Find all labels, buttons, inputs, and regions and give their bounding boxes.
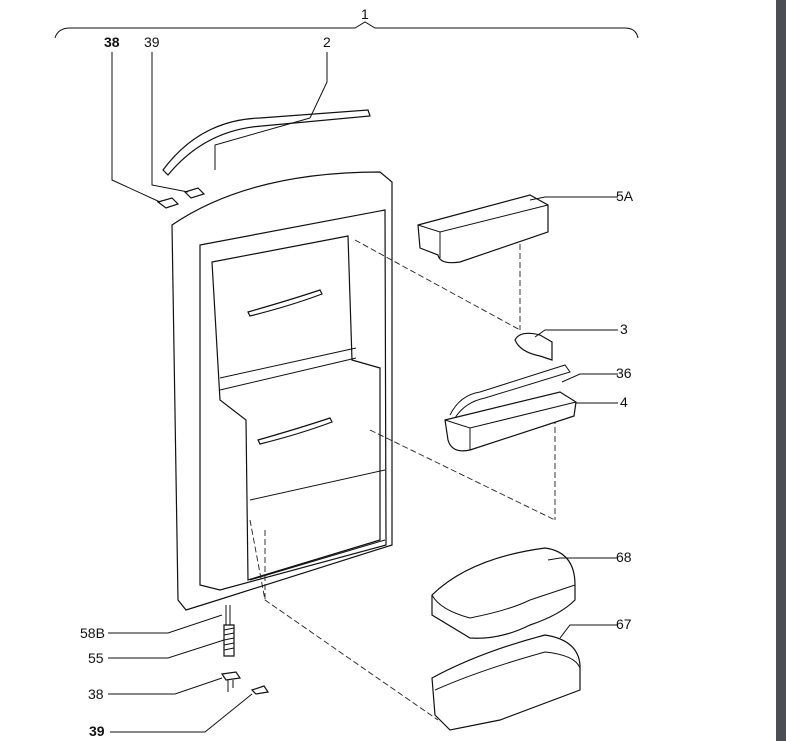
label-2: 2	[323, 34, 331, 50]
middle-shelf-part	[444, 391, 577, 452]
hinge-cap-top-39	[183, 187, 206, 199]
lid-part	[431, 547, 576, 639]
label-36: 36	[616, 365, 632, 381]
door-handle-lower	[257, 417, 333, 445]
assembly-guide-lines	[249, 235, 556, 721]
label-39-top: 39	[144, 34, 160, 50]
dairy-box-part	[431, 634, 581, 731]
hinge-pin-58b	[225, 605, 231, 625]
label-38-top: 38	[104, 34, 120, 50]
label-68: 68	[616, 549, 632, 565]
top-trim-part	[162, 109, 371, 176]
bottle-retainer-part	[449, 364, 571, 419]
leader-lines	[108, 52, 618, 733]
label-67: 67	[616, 616, 632, 632]
label-38-bottom: 38	[88, 686, 104, 702]
assembly-bracket	[54, 21, 639, 39]
window-edge-bar	[776, 0, 786, 741]
hinge-cap-bottom-39	[250, 685, 270, 695]
label-3: 3	[620, 321, 628, 337]
door-handle-upper	[247, 289, 323, 317]
label-39-bottom: 39	[89, 723, 105, 739]
door-inner-panel	[211, 235, 381, 581]
label-5a: 5A	[616, 188, 634, 204]
hinge-top-38	[156, 197, 180, 209]
door-shelf-rib	[219, 347, 386, 581]
hinge-bottom-38	[220, 671, 242, 681]
label-1: 1	[361, 6, 369, 22]
label-4: 4	[620, 394, 628, 410]
upper-shelf-part	[417, 194, 549, 264]
label-58b: 58B	[80, 625, 105, 641]
label-55: 55	[88, 650, 104, 666]
clip-part	[514, 332, 553, 361]
